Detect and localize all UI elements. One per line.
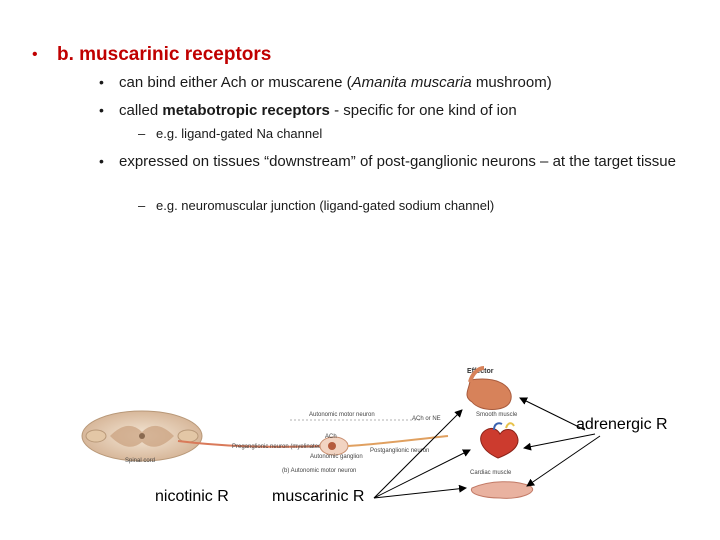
label-adrenergic-receptor: adrenergic R <box>576 416 668 433</box>
bullet-line-1: can bind either Ach or muscarene (Amanit… <box>119 71 552 94</box>
arrow-adrenergic-to-cardiac-muscle <box>523 433 596 451</box>
label-preganglionic: Preganglionic neuron (myelinated) <box>232 444 323 450</box>
label-ach: ACh <box>325 434 337 440</box>
label-nicotinic-receptor: nicotinic R <box>155 488 229 505</box>
title-bullet-icon: • <box>32 46 38 63</box>
bullet-icon: • <box>99 74 104 90</box>
label-ganglion: Autonomic ganglion <box>310 454 363 460</box>
arrow-adrenergic-to-smooth-muscle <box>519 397 586 431</box>
line2-suffix: - specific for one kind of ion <box>329 102 517 119</box>
line1-italic: Amanita muscaria <box>351 74 472 91</box>
bullet-line-2: called metabotropic receptors - specific… <box>119 99 517 122</box>
bullet-icon: • <box>99 153 104 169</box>
label-spinal-cord: Spinal cord <box>125 458 155 464</box>
line2-prefix: called <box>119 102 163 119</box>
bullet-line-3: expressed on tissues “downstream” of pos… <box>119 153 676 170</box>
line1-suffix: mushroom) <box>471 74 552 91</box>
bullet-icon: • <box>99 102 104 118</box>
label-cardiac-muscle: Cardiac muscle <box>470 470 512 476</box>
label-autonomic-motor-neuron: Autonomic motor neuron <box>309 412 375 418</box>
dash-icon: – <box>138 126 146 141</box>
figure-caption: (b) Autonomic motor neuron <box>282 468 356 474</box>
label-ach-or-ne: ACh or NE <box>412 416 441 422</box>
sub-bullet-1: e.g. ligand-gated Na channel <box>156 126 323 141</box>
sub-bullet-2: e.g. neuromuscular junction (ligand-gate… <box>156 198 495 213</box>
stomach-illustration <box>466 366 512 410</box>
gland-illustration <box>470 481 533 499</box>
arrow-adrenergic-to-gland <box>526 435 601 487</box>
arrow-to-smooth-muscle <box>373 409 463 499</box>
line2-bold: metabotropic receptors <box>162 102 330 119</box>
label-postganglionic: Postganglionic neuron <box>370 448 429 454</box>
heart-illustration <box>480 422 519 459</box>
arrow-to-gland <box>373 484 467 499</box>
label-effector: Effector <box>467 368 494 375</box>
line1-prefix: can bind either Ach or muscarene ( <box>119 74 352 91</box>
preganglionic-axon <box>177 440 323 448</box>
label-smooth-muscle: Smooth muscle <box>476 412 518 418</box>
spinal-cord-illustration <box>81 410 203 462</box>
postganglionic-axon <box>347 435 449 447</box>
dash-icon: – <box>138 198 146 213</box>
slide-title: b. muscarinic receptors <box>57 44 272 65</box>
label-muscarinic-receptor: muscarinic R <box>272 488 365 505</box>
arrow-to-cardiac-muscle <box>373 449 471 499</box>
